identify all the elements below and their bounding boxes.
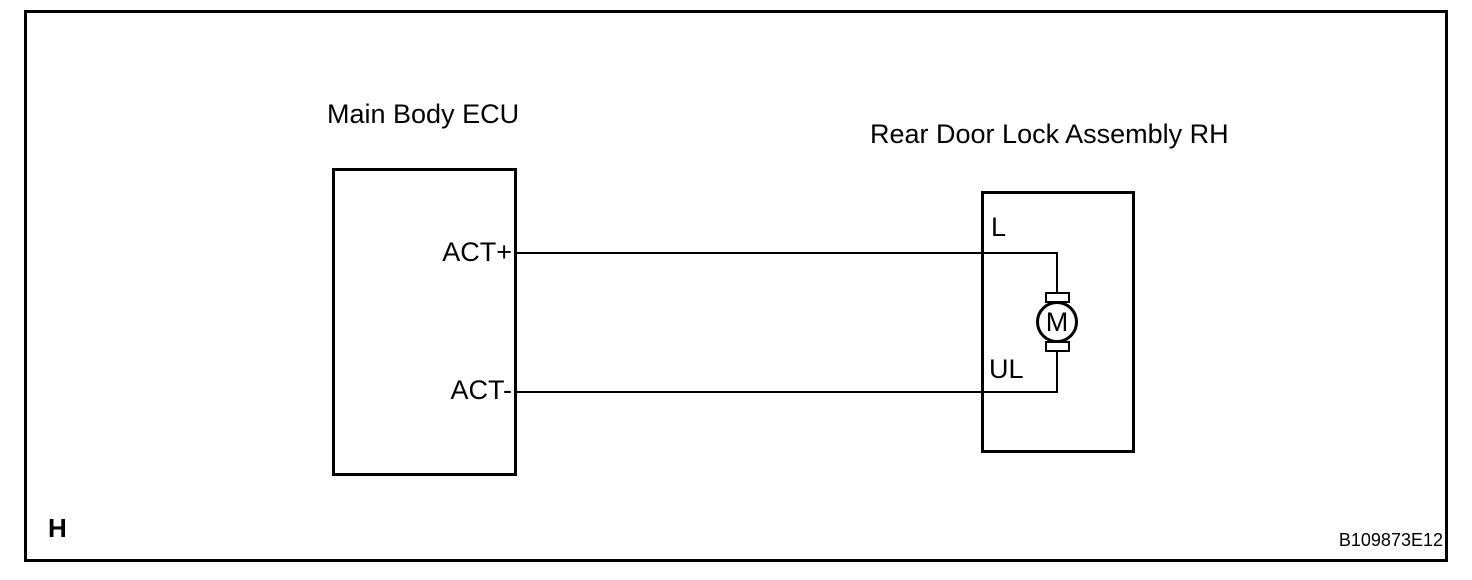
pin-label-l: L [991,212,1007,242]
motor-lead-top-wire [1056,252,1058,294]
pin-label-act-minus: ACT- [450,375,512,405]
wire-act-minus [517,391,1058,393]
motor-symbol-icon: M [1036,301,1078,343]
diagram-outer-border [24,10,1448,562]
motor-symbol-label: M [1045,306,1069,337]
motor-lead-bottom-wire [1056,350,1058,393]
main-body-ecu-box [332,168,517,476]
pin-label-act-plus: ACT+ [442,237,512,267]
page-marker: H [48,513,67,543]
wire-act-plus [517,252,1058,254]
main-body-ecu-title: Main Body ECU [327,99,520,129]
pin-label-ul: UL [989,354,1024,384]
rear-door-lock-assembly-title: Rear Door Lock Assembly RH [870,119,1229,149]
figure-code: B109873E12 [1338,530,1443,550]
